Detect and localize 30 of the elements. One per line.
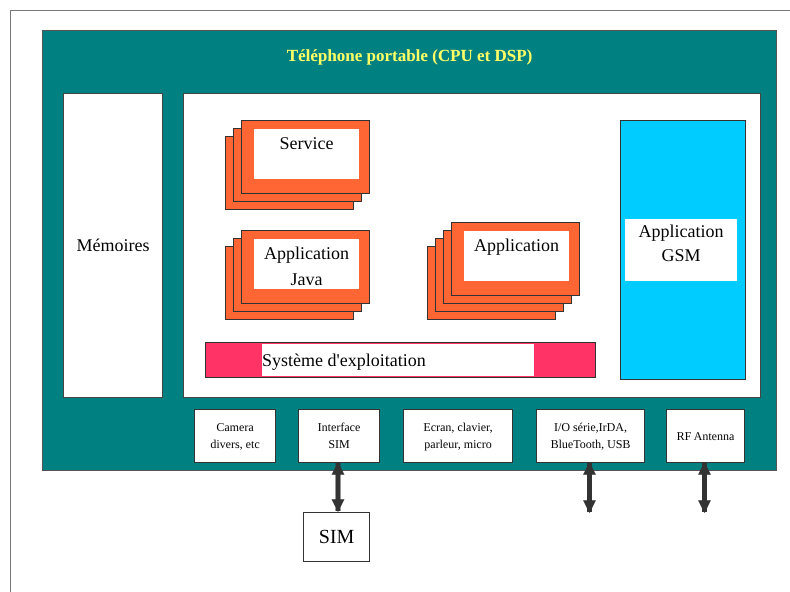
node-label: Application [474, 234, 559, 257]
double-arrow [698, 462, 711, 514]
stacked-cards [225, 120, 370, 210]
node-label: SIM [318, 525, 354, 550]
stacked-cards [427, 222, 580, 320]
software-panel [183, 93, 761, 398]
double-arrow [583, 462, 596, 514]
memory-box [63, 93, 163, 398]
node-label: Application Java [263, 242, 350, 291]
node-label: Système d'exploitation [262, 348, 426, 372]
stacked-cards [225, 230, 370, 320]
node-label: Interface SIM [316, 419, 362, 453]
node-label: Mémoires [76, 234, 150, 257]
os-bar [205, 342, 596, 378]
device-frame [42, 30, 777, 471]
node-label: I/O série,IrDA, BlueTooth, USB [550, 419, 632, 453]
gsm-box [620, 120, 746, 380]
node-label: Ecran, clavier, parleur, micro [422, 419, 494, 453]
interface-box [403, 409, 513, 463]
sim-box [303, 512, 370, 562]
node-label: Application GSM [638, 220, 724, 267]
interface-box [194, 409, 276, 463]
interface-box [666, 409, 745, 463]
node-label: Téléphone portable (CPU et DSP) [286, 47, 532, 64]
double-arrow [332, 462, 344, 512]
interface-box [298, 409, 380, 463]
node-label: Camera divers, etc [209, 419, 261, 453]
node-label: RF Antenna [676, 428, 734, 444]
node-label: Service [280, 132, 334, 155]
interface-box [536, 409, 645, 463]
